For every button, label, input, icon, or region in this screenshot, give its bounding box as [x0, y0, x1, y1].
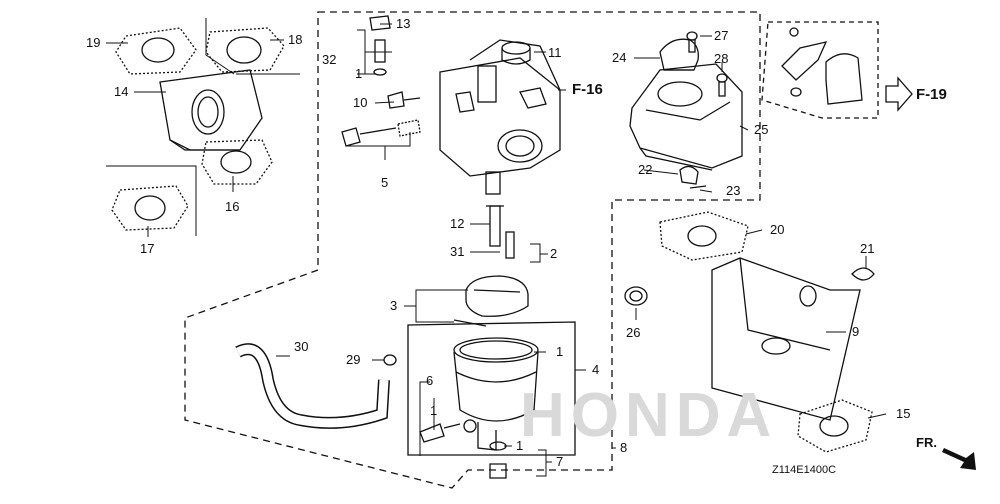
part-label-21: 21 [860, 241, 875, 256]
intake-manifold [159, 69, 263, 151]
gasket-16 [201, 139, 273, 185]
f19-arrow-icon [885, 76, 913, 112]
part-label-14: 14 [114, 84, 129, 99]
part-label-11: 11 [548, 45, 562, 60]
part-label-4: 4 [592, 362, 600, 377]
gasket-20 [659, 211, 749, 261]
part-label-10: 10 [353, 95, 368, 110]
jet-31 [505, 231, 515, 259]
part-label-19: 19 [86, 35, 101, 50]
part-label-30: 30 [294, 339, 309, 354]
part-label-7: 7 [556, 454, 564, 469]
clip-29 [383, 354, 397, 366]
screw-13 [369, 15, 391, 76]
part-label-29: 29 [346, 352, 361, 367]
ref-f19: F-19 [916, 86, 947, 103]
part-label-27: 27 [714, 28, 729, 43]
bolt-7 [489, 441, 507, 479]
float [453, 275, 529, 327]
air-cleaner-base [629, 63, 743, 171]
diagram-code: Z114E1400C [772, 464, 837, 476]
carburetor-shield [711, 257, 861, 421]
ref-f16: F-16 [572, 81, 603, 98]
part-label-1-bowl: 1 [556, 344, 564, 359]
screw-28 [716, 73, 728, 97]
part-label-32: 32 [322, 52, 337, 67]
part-label-2: 2 [550, 246, 558, 261]
cover-24 [659, 38, 699, 71]
gasket-17 [111, 185, 189, 231]
gasket-19 [115, 27, 197, 75]
gasket-15 [797, 399, 873, 453]
part-label-8: 8 [620, 440, 628, 455]
part-label-20: 20 [770, 222, 785, 237]
ref-front: FR. [916, 435, 937, 450]
part-label-9: 9 [852, 324, 860, 339]
part-label-3: 3 [390, 298, 398, 313]
screw-10 [387, 91, 421, 109]
clamp-22 [679, 165, 699, 185]
part-label-22: 22 [638, 162, 653, 177]
part-label-24: 24 [612, 50, 627, 65]
drain-tube [235, 343, 390, 429]
watermark-brand: HONDA [520, 381, 778, 450]
f19-subassembly-box [761, 21, 879, 119]
part-label-12: 12 [450, 216, 465, 231]
part-label-28: 28 [714, 51, 729, 66]
part-label-13: 13 [396, 16, 411, 31]
part-label-17: 17 [140, 241, 155, 256]
front-arrow-icon [942, 448, 976, 470]
part-label-1-top: 1 [355, 66, 363, 81]
screw-27 [686, 31, 698, 53]
pilot-screw [341, 119, 421, 147]
drain-bolt [419, 419, 477, 443]
float-chamber [453, 337, 539, 451]
part-label-1-drain: 1 [430, 403, 438, 418]
f19-parts [781, 27, 863, 105]
part-label-26: 26 [626, 325, 641, 340]
float-chamber-box [407, 321, 576, 456]
part-label-15: 15 [896, 406, 911, 421]
part-label-18: 18 [288, 32, 303, 47]
jet-needle-12 [486, 205, 504, 247]
carburetor-body [439, 39, 561, 195]
part-label-1-bolt: 1 [516, 438, 524, 453]
cap-11 [501, 41, 531, 65]
grommet-26 [624, 286, 648, 306]
leader-lines [106, 18, 887, 477]
part-label-16: 16 [225, 199, 240, 214]
part-label-31: 31 [450, 244, 465, 259]
part-label-6: 6 [426, 373, 434, 388]
carburetor-assembly-boundary [184, 11, 761, 489]
part-label-23: 23 [726, 183, 741, 198]
part-label-5: 5 [381, 175, 389, 190]
part-label-25: 25 [754, 122, 769, 137]
clip-21 [851, 267, 875, 281]
screw-23 [689, 185, 707, 189]
gasket-18 [205, 27, 285, 73]
